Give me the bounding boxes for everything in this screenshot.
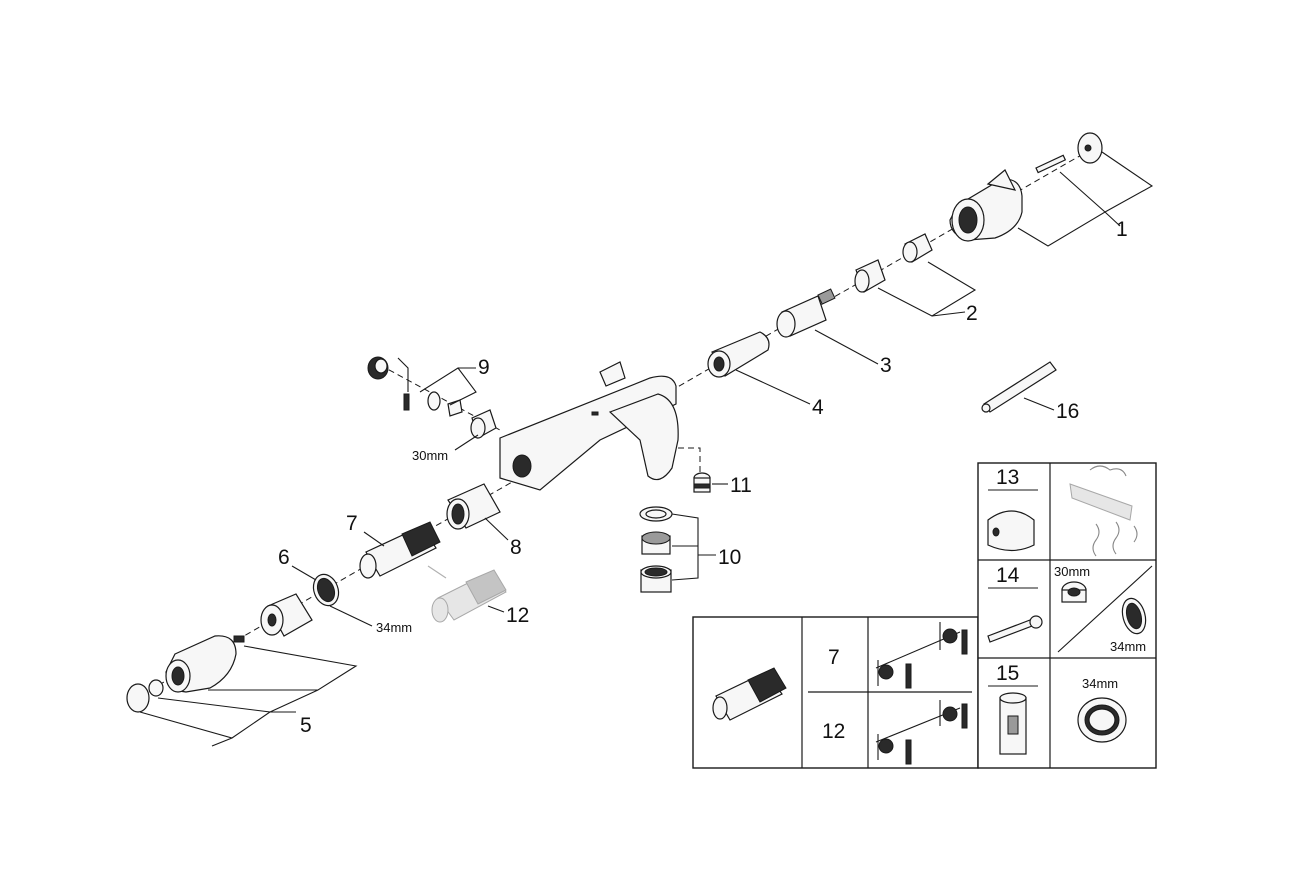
part-16-thermometer[interactable]	[981, 361, 1057, 413]
dimension-34mm: 34mm	[376, 620, 412, 635]
leader-5	[208, 645, 358, 691]
tool-15-ring-34mm	[1077, 697, 1127, 743]
part-10-aerator-set[interactable]	[639, 506, 673, 593]
tool-14-wrench-icon	[987, 615, 1043, 643]
callout-7: 7	[346, 512, 358, 535]
leader-8	[484, 517, 509, 541]
tool-14-ring-34mm	[1121, 597, 1147, 635]
leader-1	[1017, 211, 1121, 247]
callout-1: 1	[1116, 218, 1128, 241]
leader-6	[291, 565, 317, 581]
part-9-diverter-seals[interactable]	[367, 356, 497, 439]
leader-9b	[419, 367, 477, 406]
tool-15-dim: 34mm	[1082, 676, 1118, 691]
row-12-orientation-diagram	[875, 700, 968, 765]
leader-7	[363, 531, 385, 547]
callout-16: 16	[1056, 400, 1079, 423]
tool-13-number: 13	[996, 466, 1019, 489]
tool-13-descaling-icon	[1069, 465, 1138, 557]
leader-5d	[211, 737, 233, 747]
callout-8: 8	[510, 536, 522, 559]
leader-5b	[269, 689, 319, 713]
part-8-thread-adapter[interactable]	[446, 483, 501, 530]
mixer-body[interactable]	[499, 361, 679, 491]
part-4-check-valve[interactable]	[707, 331, 770, 378]
callout-12: 12	[506, 604, 529, 627]
row-7-orientation-diagram	[875, 622, 968, 689]
callout-11: 11	[730, 474, 752, 497]
leader-2b	[931, 311, 966, 317]
part-6-cover-ring[interactable]	[309, 571, 342, 609]
leader-9	[397, 357, 409, 392]
callout-2: 2	[966, 302, 978, 325]
tool-15-socket-icon	[999, 692, 1027, 755]
dimension-30mm: 30mm	[412, 448, 448, 463]
leader-10	[671, 513, 699, 581]
part-2-stop-ring-set[interactable]	[854, 233, 933, 293]
tool-15-number: 15	[996, 662, 1019, 685]
tools-table: 13 14 30mm 34mm 15	[977, 462, 1157, 769]
leader-4	[735, 369, 811, 405]
leader-34mm	[329, 605, 373, 627]
callout-6: 6	[278, 546, 290, 569]
leader-12-guide	[427, 565, 447, 579]
callout-5: 5	[300, 714, 312, 737]
part-5-flow-handle[interactable]	[126, 593, 313, 713]
callout-4: 4	[812, 396, 824, 419]
tool-14-number: 14	[996, 564, 1020, 587]
part-7-flow-cartridge[interactable]	[359, 521, 441, 579]
callout-10: 10	[718, 546, 741, 569]
leader-16	[1023, 397, 1055, 411]
tool-13-cleaning-cap	[987, 510, 1035, 552]
table-row-12: 12	[822, 720, 845, 743]
part-3-thermostatic-cartridge[interactable]	[776, 288, 836, 338]
leader-12	[487, 605, 505, 613]
part-11-flow-insert[interactable]	[693, 472, 711, 493]
tool-14-dim-b: 34mm	[1110, 639, 1146, 654]
leader-5c	[139, 697, 272, 739]
cartridge-thumbnail	[712, 667, 787, 721]
callout-9: 9	[478, 356, 490, 379]
table-row-7: 7	[828, 646, 840, 669]
part-12-alternate-cartridge[interactable]	[431, 569, 507, 623]
leader-1b	[1059, 171, 1106, 213]
leader-30mm	[454, 434, 479, 451]
tool-14-nut-30mm	[1061, 581, 1087, 603]
leader-2	[877, 261, 977, 317]
part-1-temperature-handle[interactable]	[949, 132, 1103, 242]
callout-3: 3	[880, 354, 892, 377]
cartridge-variant-table: 7 12	[692, 616, 979, 769]
leader-3	[814, 329, 879, 365]
tool-14-dim-a: 30mm	[1054, 564, 1090, 579]
leader-1c	[1101, 151, 1154, 213]
